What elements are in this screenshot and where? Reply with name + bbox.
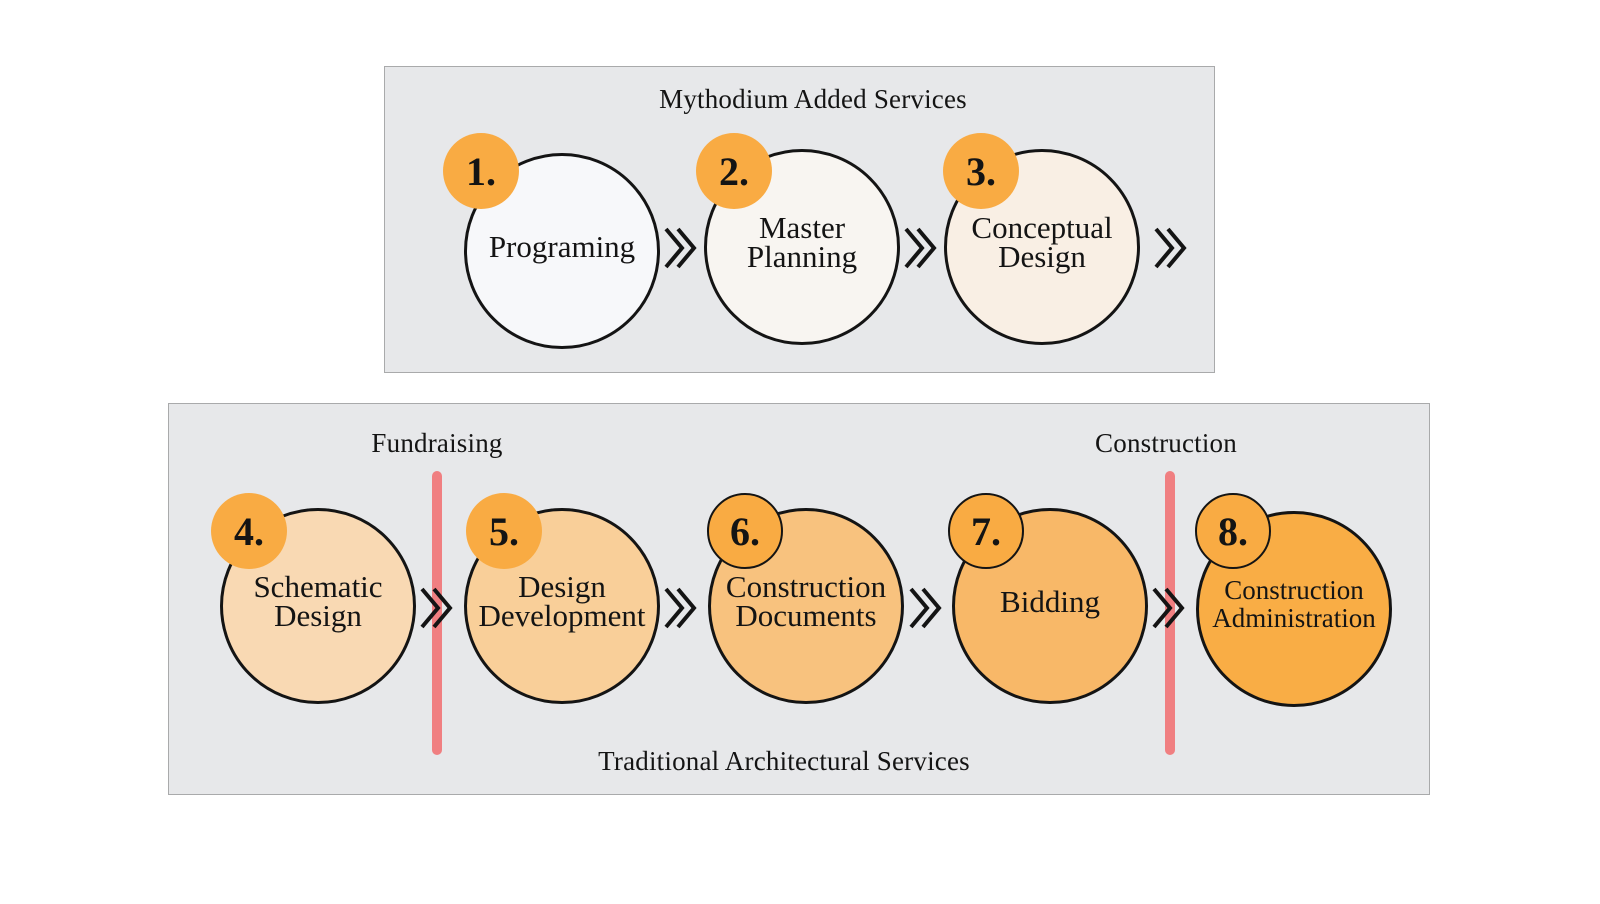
double-chevron-right-icon [909,587,942,629]
step-label: Master Planning [746,210,858,274]
step-label: Programing [488,228,636,264]
step-label: Construction Administration [1212,575,1376,633]
phase-divider-construction [1165,471,1175,755]
step-label: Conceptual Design [971,210,1113,274]
step-label: Construction Documents [725,569,887,633]
double-chevron-right-icon [1152,587,1185,629]
double-chevron-right-icon [904,227,937,269]
step-badge-5: 5. [466,493,542,569]
double-chevron-right-icon [664,227,697,269]
step-badge-7: 7. [948,493,1024,569]
step-badge-8: 8. [1195,493,1271,569]
double-chevron-right-icon [664,587,697,629]
phase-label-fundraising: Fundraising [371,428,503,458]
step-7-bidding: Bidding [952,508,1148,704]
phase-label-construction: Construction [1095,428,1237,458]
step-3-conceptual-design: Conceptual Design [944,149,1140,345]
step-badge-6: 6. [707,493,783,569]
step-badge-2: 2. [696,133,772,209]
double-chevron-right-icon [420,587,453,629]
step-badge-3: 3. [943,133,1019,209]
step-badge-1: 1. [443,133,519,209]
step-badge-4: 4. [211,493,287,569]
step-4-schematic-design: Schematic Design [220,508,416,704]
bottom-panel-title: Traditional Architectural Services [598,746,970,776]
step-label: Schematic Design [253,569,383,633]
step-label: Design Development [478,569,646,633]
phase-divider-fundraising [432,471,442,755]
double-chevron-right-icon [1154,227,1187,269]
top-panel-title: Mythodium Added Services [659,84,967,114]
step-label: Bidding [1000,583,1100,619]
